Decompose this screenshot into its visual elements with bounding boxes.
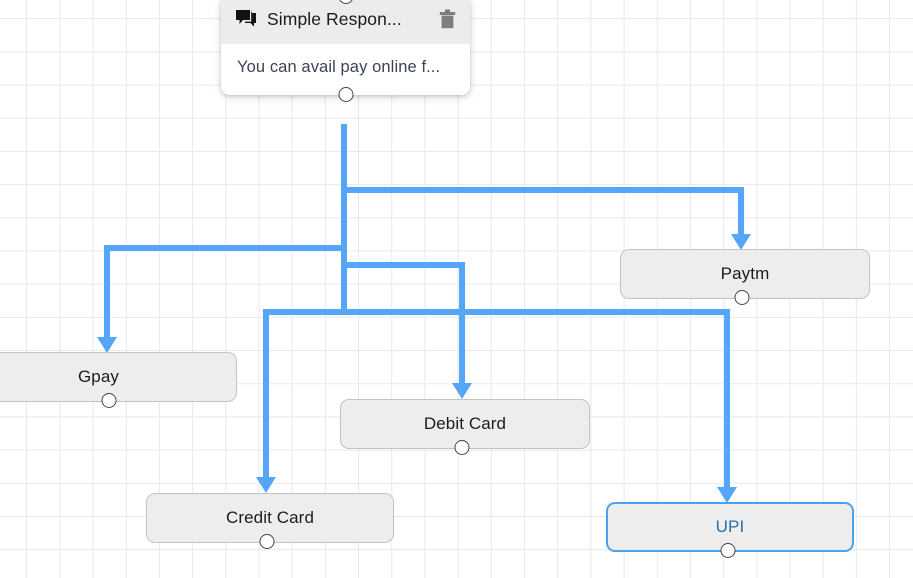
edge-to-credit-card <box>263 309 344 481</box>
edge-to-upi-arrow <box>717 487 737 503</box>
edge-to-debit-card-arrow <box>452 383 472 399</box>
edge-to-paytm <box>344 187 744 238</box>
option-node-gpay-label: Gpay <box>77 367 120 386</box>
option-node-paytm-label: Paytm <box>720 264 770 283</box>
option-node-debit-card[interactable]: Debit Card <box>340 399 590 455</box>
edge-to-debit-card <box>344 262 465 387</box>
option-node-credit-card-label: Credit Card <box>225 508 315 527</box>
option-node-credit-card-handle[interactable] <box>259 534 275 549</box>
simple-response-node[interactable]: Simple Respon... You can avail pay onlin… <box>221 0 470 102</box>
response-node-title: Simple Respon... <box>267 8 402 29</box>
response-node-body-text: You can avail pay online f... <box>237 58 441 76</box>
edge-to-credit-card-arrow <box>256 477 276 493</box>
option-node-paytm[interactable]: Paytm <box>620 249 870 305</box>
option-node-debit-card-label: Debit Card <box>423 414 507 433</box>
delete-node-button[interactable] <box>434 6 460 32</box>
edge-to-paytm-arrow <box>731 234 751 250</box>
chat-bubble-icon <box>236 10 256 27</box>
edge-to-gpay <box>104 245 344 341</box>
response-node-header: Simple Respon... <box>221 0 470 44</box>
response-node-source-handle[interactable] <box>338 87 353 102</box>
edge-to-gpay-arrow <box>97 337 117 353</box>
header-corner-mask <box>221 32 470 44</box>
option-node-upi-label: UPI <box>715 517 745 536</box>
option-node-debit-card-handle[interactable] <box>454 440 470 455</box>
option-node-credit-card[interactable]: Credit Card <box>146 493 394 549</box>
option-node-paytm-handle[interactable] <box>734 290 750 305</box>
option-node-gpay[interactable]: Gpay <box>0 352 237 408</box>
response-node-body: You can avail pay online f... <box>221 42 470 95</box>
option-node-gpay-handle[interactable] <box>101 393 117 408</box>
trash-icon <box>439 9 455 29</box>
option-node-upi-handle[interactable] <box>720 543 736 558</box>
option-node-upi[interactable]: UPI <box>606 502 854 558</box>
